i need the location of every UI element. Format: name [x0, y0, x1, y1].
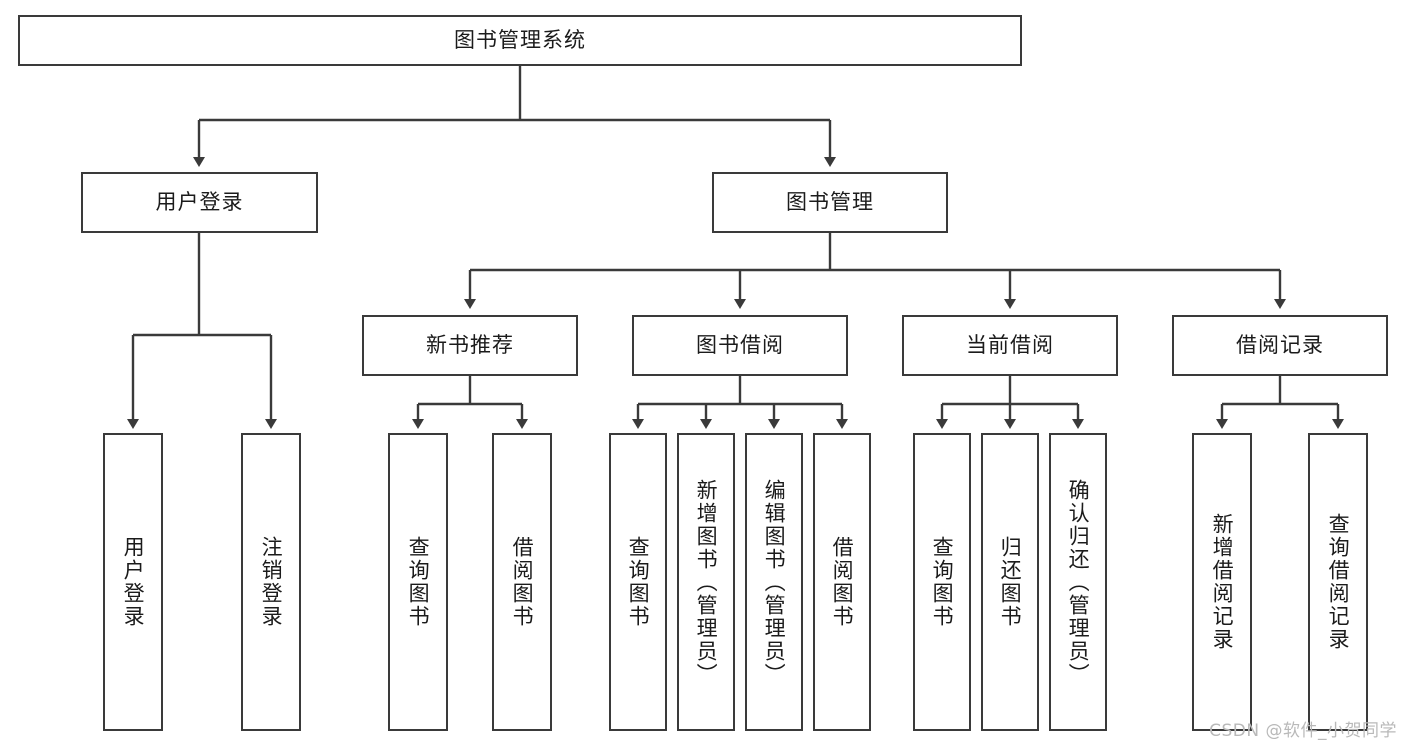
node-label: 查询图书 — [626, 536, 651, 628]
node-label: 新增借阅记录 — [1210, 513, 1235, 651]
node-label: 用户登录 — [121, 536, 146, 628]
node-user-login[interactable]: 用户登录 — [81, 172, 318, 233]
node-label: 归还图书 — [998, 536, 1023, 628]
node-label: 确认归还（管理员） — [1066, 478, 1091, 686]
node-label: 查询借阅记录 — [1326, 513, 1351, 651]
node-label: 查询图书 — [930, 536, 955, 628]
node-root-book-management-system[interactable]: 图书管理系统 — [18, 15, 1022, 66]
leaf-book-borrow-add-book-admin[interactable]: 新增图书（管理员） — [677, 433, 735, 731]
leaf-current-borrow-query-book[interactable]: 查询图书 — [913, 433, 971, 731]
node-label: 查询图书 — [406, 536, 431, 628]
node-label: 借阅记录 — [1236, 332, 1324, 357]
node-book-management[interactable]: 图书管理 — [712, 172, 948, 233]
node-label: 图书管理 — [786, 189, 874, 214]
node-borrow-record[interactable]: 借阅记录 — [1172, 315, 1388, 376]
node-label: 当前借阅 — [966, 332, 1054, 357]
leaf-user-login-login[interactable]: 用户登录 — [103, 433, 163, 731]
leaf-new-book-borrow-book[interactable]: 借阅图书 — [492, 433, 552, 731]
node-label: 借阅图书 — [510, 536, 535, 628]
node-label: 用户登录 — [155, 189, 244, 214]
node-label: 图书管理系统 — [454, 27, 586, 52]
node-label: 新增图书（管理员） — [694, 478, 719, 686]
node-new-book-recommend[interactable]: 新书推荐 — [362, 315, 578, 376]
leaf-current-borrow-confirm-return-admin[interactable]: 确认归还（管理员） — [1049, 433, 1107, 731]
leaf-new-book-query-book[interactable]: 查询图书 — [388, 433, 448, 731]
node-label: 新书推荐 — [426, 332, 514, 357]
leaf-book-borrow-edit-book-admin[interactable]: 编辑图书（管理员） — [745, 433, 803, 731]
node-book-borrow[interactable]: 图书借阅 — [632, 315, 848, 376]
node-current-borrow[interactable]: 当前借阅 — [902, 315, 1118, 376]
leaf-borrow-record-add-record[interactable]: 新增借阅记录 — [1192, 433, 1252, 731]
leaf-borrow-record-query-record[interactable]: 查询借阅记录 — [1308, 433, 1368, 731]
node-label: 注销登录 — [259, 536, 284, 628]
leaf-book-borrow-borrow-book[interactable]: 借阅图书 — [813, 433, 871, 731]
watermark-text: CSDN @软件_小贺同学 — [1209, 721, 1397, 741]
leaf-current-borrow-return-book[interactable]: 归还图书 — [981, 433, 1039, 731]
leaf-book-borrow-query-book[interactable]: 查询图书 — [609, 433, 667, 731]
node-label: 借阅图书 — [830, 536, 855, 628]
node-label: 图书借阅 — [696, 332, 784, 357]
node-label: 编辑图书（管理员） — [762, 478, 787, 686]
leaf-user-login-logout[interactable]: 注销登录 — [241, 433, 301, 731]
